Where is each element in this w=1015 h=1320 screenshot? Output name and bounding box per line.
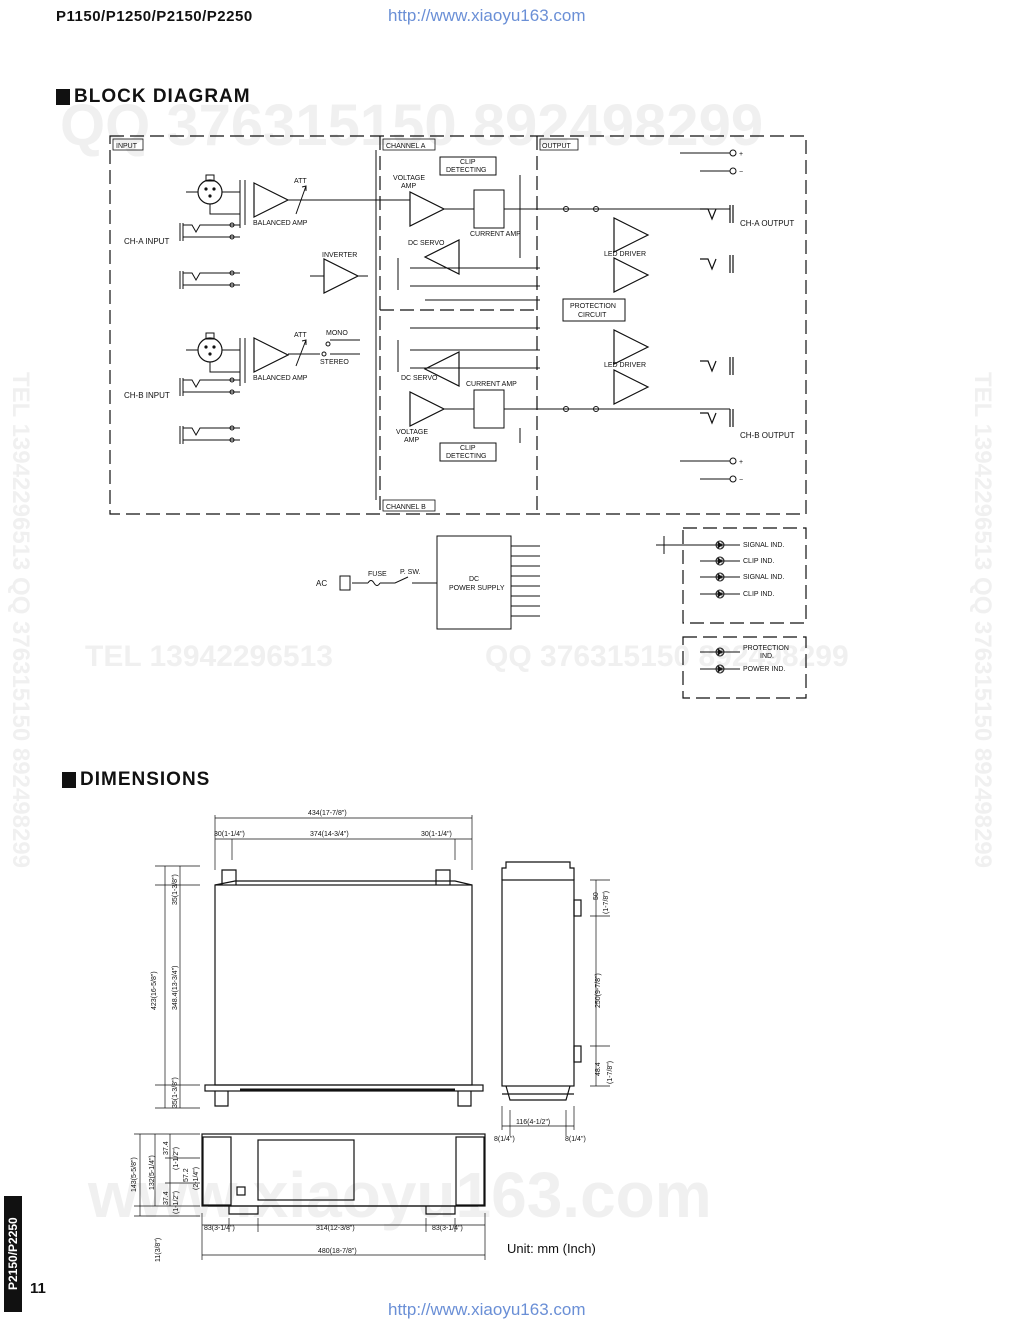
dim-top-width: 434(17-7/8") (308, 810, 347, 817)
main-frame (109, 135, 807, 515)
watermark-qq-top: QQ 376315150 892498299 (60, 93, 764, 158)
bullet-square-icon (56, 89, 70, 105)
svg-text:−: − (739, 477, 743, 484)
watermark-qq-mid: QQ 376315150 892498299 (485, 640, 849, 673)
top-view-body (214, 884, 473, 1086)
dim-depth-35-bot: 35(1-3/8") (172, 1077, 179, 1108)
dim-side-48: 48.4 (595, 1062, 602, 1076)
dimensions-title: DIMENSIONS (62, 769, 210, 791)
att-a-label: ATT (294, 178, 307, 185)
dim-side-48-in: (1-7/8") (607, 1061, 614, 1084)
channel-a-label: CHANNEL A (386, 143, 426, 150)
dim-front-37-bot: 37.4 (163, 1191, 170, 1205)
psw-label: P. SW. (400, 569, 421, 576)
clip-ind-b-label: CLIP IND. (743, 591, 774, 598)
protection-ind-label-2: IND. (760, 653, 774, 660)
balanced-amp-a-label: BALANCED AMP (253, 220, 308, 227)
current-amp-a-label: CURRENT AMP (470, 231, 521, 238)
dim-front-57: 57.2 (183, 1168, 190, 1182)
detecting-b-label: DETECTING (446, 453, 486, 460)
svg-text:+: + (739, 151, 743, 158)
clip-b-label: CLIP (460, 445, 476, 452)
ch-a-output-label: CH-A OUTPUT (740, 219, 794, 228)
dim-front-11: 11(3/8") (155, 1238, 162, 1262)
dim-side-250: 250(9-7/8") (595, 973, 602, 1008)
amp-b-label: AMP (404, 437, 420, 444)
dim-top-mid-374: 374(14-3/4") (310, 831, 349, 838)
page-number: 11 (30, 1280, 46, 1297)
dc-label: DC (469, 576, 479, 583)
att-b-label: ATT (294, 332, 307, 339)
dim-top-left-30: 30(1-1/4") (214, 831, 245, 838)
dc-servo-a-label: DC SERVO (408, 240, 445, 247)
signal-ind-a-label: SIGNAL IND. (743, 542, 784, 549)
detecting-a-label: DETECTING (446, 167, 486, 174)
block-diagram-title: BLOCK DIAGRAM (56, 86, 251, 108)
ch-a-input-label: CH-A INPUT (124, 237, 169, 246)
dim-top-right-30: 30(1-1/4") (421, 831, 452, 838)
stereo-label: STEREO (320, 359, 349, 366)
amp-a-label: AMP (401, 183, 417, 190)
input-label: INPUT (116, 143, 138, 150)
protection-ind-label-1: PROTECTION (743, 645, 789, 652)
url-bottom[interactable]: http://www.xiaoyu163.com (388, 1300, 586, 1319)
output-label: OUTPUT (542, 143, 572, 150)
clip-a-label: CLIP (460, 159, 476, 166)
url-top[interactable]: http://www.xiaoyu163.com (388, 6, 586, 25)
model-header: P1150/P1250/P2150/P2250 (56, 8, 253, 25)
bullet-square-icon (62, 772, 76, 788)
dim-front-37-top-in: (1-1/2") (173, 1147, 180, 1170)
mono-label: MONO (326, 330, 348, 337)
dim-front-37-bot-in: (1-1/2") (173, 1191, 180, 1214)
power-ind-label: POWER IND. (743, 666, 785, 673)
current-amp-b-label: CURRENT AMP (466, 381, 517, 388)
dim-side-50-in: (1-7/8") (603, 891, 610, 914)
dim-front-143: 143(5-5/8") (131, 1157, 138, 1192)
dim-front-132: 132(5-1/4") (149, 1155, 156, 1190)
ch-b-output-label: CH-B OUTPUT (740, 431, 795, 440)
dim-side-50: 50 (593, 892, 600, 900)
dc-servo-b-label: DC SERVO (401, 375, 438, 382)
dim-front-83-right: 83(3-1/4") (432, 1225, 463, 1232)
watermark-site: www.xiaoyu163.com (88, 1159, 712, 1231)
dim-depth-423: 423(16-5/8") (151, 971, 158, 1010)
signal-ind-b-label: SIGNAL IND. (743, 574, 784, 581)
dimensions-title-text: DIMENSIONS (80, 769, 211, 790)
led-driver-b-label: LED DRIVER (604, 362, 646, 369)
dim-front-37-top: 37.4 (163, 1141, 170, 1155)
watermark-vertical-right: TEL 13942296513 QQ 376315150 892498299 (969, 372, 996, 868)
svg-text:+: + (739, 459, 743, 466)
fuse-label: FUSE (368, 571, 387, 578)
block-diagram-title-text: BLOCK DIAGRAM (74, 86, 251, 107)
dim-front-83-left: 83(3-1/4") (204, 1225, 235, 1232)
dim-depth-35-top: 35(1-3/8") (172, 874, 179, 905)
dim-front-480: 480(18-7/8") (318, 1248, 357, 1255)
watermark-tel: TEL 13942296513 (85, 640, 333, 673)
circuit-label: CIRCUIT (578, 312, 607, 319)
side-view-body (501, 879, 575, 1087)
voltage-b-label: VOLTAGE (396, 429, 428, 436)
watermark-vertical-left: TEL 13942296513 QQ 376315150 892498299 (7, 372, 34, 868)
power-supply-label: POWER SUPPLY (449, 585, 505, 592)
ac-label: AC (316, 579, 327, 588)
ch-b-input-label: CH-B INPUT (124, 391, 170, 400)
dim-side-8-left: 8(1/4") (494, 1136, 515, 1143)
protection-label: PROTECTION (570, 303, 616, 310)
unit-label: Unit: mm (Inch) (507, 1241, 596, 1256)
voltage-a-label: VOLTAGE (393, 175, 425, 182)
side-tab: P2150/P2250 (4, 1196, 22, 1312)
led-driver-a-label: LED DRIVER (604, 251, 646, 258)
dim-side-8-right: 8(1/4") (565, 1136, 586, 1143)
svg-text:−: − (739, 169, 743, 176)
dim-front-314: 314(12-3/8") (316, 1225, 355, 1232)
balanced-amp-b-label: BALANCED AMP (253, 375, 308, 382)
inverter-label: INVERTER (322, 252, 357, 259)
channel-b-label: CHANNEL B (386, 504, 426, 511)
clip-ind-a-label: CLIP IND. (743, 558, 774, 565)
dim-front-57-in: (2-1/4") (193, 1167, 200, 1190)
dim-depth-348: 348.4(13-3/4") (172, 965, 179, 1010)
dim-side-116: 116(4-1/2") (516, 1119, 550, 1126)
